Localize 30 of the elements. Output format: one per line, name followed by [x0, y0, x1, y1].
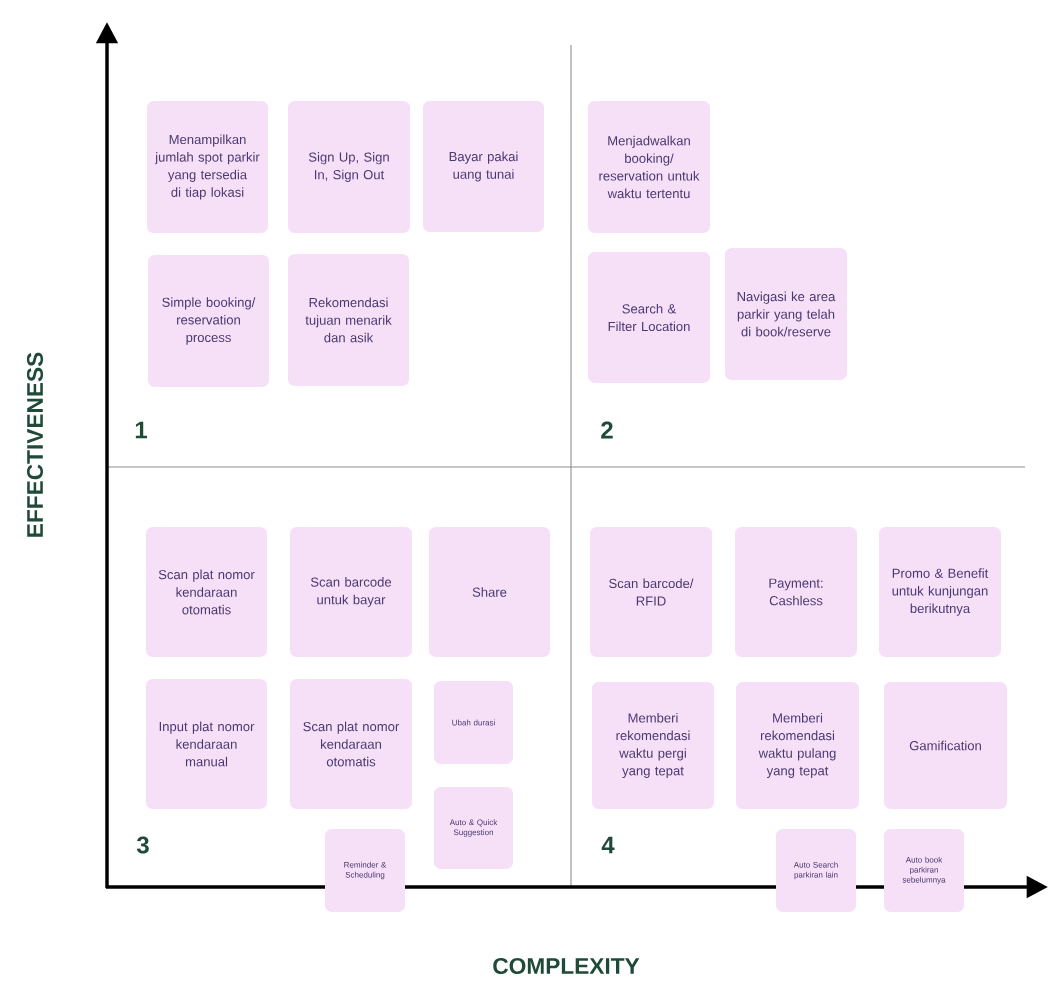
sticky-note: Scan plat nomor kendaraan otomatis [290, 679, 412, 809]
sticky-note: Scan barcode/ RFID [590, 527, 712, 657]
sticky-note: Payment: Cashless [735, 527, 857, 657]
sticky-note: Sign Up, Sign In, Sign Out [288, 101, 410, 233]
quadrant-number: 2 [601, 421, 613, 439]
sticky-note: Navigasi ke area parkir yang telah di book/reserve [725, 248, 847, 380]
sticky-note: Rekomendasi tujuan menarik dan asik [288, 254, 409, 386]
sticky-note: Memberi rekomendasi waktu pulang yang tepat [736, 682, 859, 809]
sticky-note: Auto Search parkiran lain [776, 829, 856, 912]
axis-title: COMPLEXITY [493, 957, 640, 975]
sticky-note: Menampilkan jumlah spot parkir yang tersedia di tiap lokasi [147, 101, 268, 233]
sticky-note: Bayar pakai uang tunai [423, 101, 544, 232]
sticky-note: Gamification [884, 682, 1007, 809]
sticky-note: Simple booking/ reservation process [148, 255, 269, 387]
sticky-note: Auto book parkiran sebelumnya [884, 829, 964, 912]
sticky-note: Menjadwalkan booking/ reservation untuk waktu tertentu [588, 101, 710, 233]
quadrant-number: 3 [136, 836, 149, 854]
sticky-note: Promo & Benefit untuk kunjungan berikutnya [879, 527, 1001, 657]
sticky-note: Ubah durasi [434, 681, 513, 764]
sticky-note: Scan barcode untuk bayar [290, 527, 412, 657]
quadrant-number: 4 [601, 836, 615, 854]
sticky-note: Share [429, 527, 550, 657]
sticky-note: Reminder & Scheduling [325, 829, 405, 912]
sticky-note: Search & Filter Location [588, 252, 710, 383]
quadrant-number: 1 [135, 421, 147, 439]
sticky-note: Input plat nomor kendaraan manual [146, 679, 267, 809]
sticky-note: Memberi rekomendasi waktu pergi yang tepat [592, 682, 714, 809]
axis-title: EFFECTIVENESS [27, 352, 44, 537]
sticky-note: Scan plat nomor kendaraan otomatis [146, 527, 267, 657]
sticky-note: Auto & Quick Suggestion [434, 787, 513, 869]
